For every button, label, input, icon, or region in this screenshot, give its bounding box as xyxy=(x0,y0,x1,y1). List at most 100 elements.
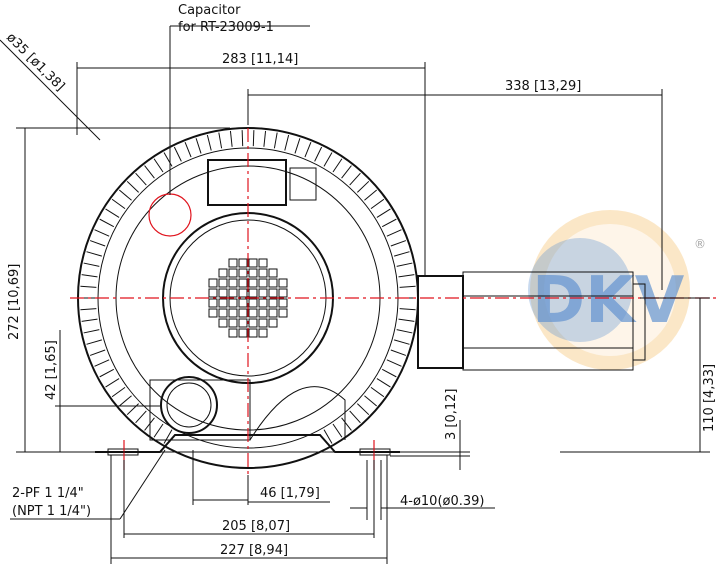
cooling-fin xyxy=(135,172,147,186)
grille-cell xyxy=(258,308,268,318)
cooling-fin xyxy=(332,423,343,438)
grille-cell xyxy=(218,308,228,318)
cooling-fin xyxy=(206,134,212,151)
cooling-fin xyxy=(105,378,120,388)
dim-205: 205 [8,07] xyxy=(222,519,290,534)
cooling-fin xyxy=(218,132,223,149)
grille-cell xyxy=(258,278,268,288)
grille-cell xyxy=(218,318,228,328)
cooling-fin xyxy=(144,165,155,179)
cooling-fin xyxy=(332,158,343,173)
cooling-fin xyxy=(398,318,415,322)
grille-cell xyxy=(218,268,228,278)
cooling-fin xyxy=(349,410,361,424)
cooling-fin xyxy=(153,158,164,173)
grille-cell xyxy=(258,288,268,298)
grille-cell xyxy=(238,288,248,298)
capacitor-model-label: for RT-23009-1 xyxy=(178,20,274,35)
cooling-fin xyxy=(370,198,385,210)
grille-cell xyxy=(238,258,248,268)
dim-42: 42 [1,65] xyxy=(44,340,59,400)
cooling-fin xyxy=(364,189,378,201)
cooling-fin xyxy=(173,146,182,162)
cooling-fin xyxy=(390,349,407,356)
cooling-fin xyxy=(386,359,402,367)
dim-46: 46 [1,79] xyxy=(260,486,320,501)
cooling-fin xyxy=(89,240,106,247)
grille-cell xyxy=(258,318,268,328)
cooling-fin xyxy=(323,152,333,167)
cooling-fin xyxy=(229,130,233,147)
grille-cell xyxy=(228,258,238,268)
dim-283: 283 [11,14] xyxy=(222,52,298,67)
grille-cell xyxy=(268,318,278,328)
cooling-fin xyxy=(393,251,410,257)
dim-227: 227 [8,94] xyxy=(220,543,288,558)
grille-cell xyxy=(268,308,278,318)
cooling-fin xyxy=(118,395,132,407)
grille-cell xyxy=(208,278,218,288)
cooling-fin xyxy=(356,180,370,193)
grille-cell xyxy=(258,268,268,278)
cooling-fin xyxy=(364,395,378,407)
cooling-fin xyxy=(323,429,333,444)
grille-cell xyxy=(218,278,228,288)
grille-cell xyxy=(278,278,288,288)
dim-338: 338 [13,29] xyxy=(505,79,581,94)
cooling-fin xyxy=(135,410,147,424)
grille-cell xyxy=(228,288,238,298)
grille-cell xyxy=(238,328,248,338)
cooling-fin xyxy=(118,189,132,201)
grille-cell xyxy=(248,288,258,298)
grille-cell xyxy=(248,278,258,288)
grille-cell xyxy=(248,298,258,308)
grille-cell xyxy=(248,308,258,318)
dim-holes: 4-ø10(ø0.39) xyxy=(400,494,485,509)
cooling-fin xyxy=(163,152,173,167)
grille-cell xyxy=(248,318,258,328)
capacitor-label: Capacitor xyxy=(178,3,241,18)
grille-cell xyxy=(238,268,248,278)
dim-3: 3 [0,12] xyxy=(444,389,459,441)
cooling-fin xyxy=(111,386,126,398)
cooling-fin xyxy=(263,130,267,147)
grille-cell xyxy=(268,298,278,308)
cooling-fin xyxy=(89,349,106,356)
cooling-fin xyxy=(349,172,361,186)
grille-cell xyxy=(278,288,288,298)
cooling-fin xyxy=(111,198,126,210)
cooling-fin xyxy=(376,378,391,388)
cooling-fin xyxy=(396,329,413,334)
cooling-fin xyxy=(341,165,352,179)
cooling-fin xyxy=(144,417,155,431)
cooling-fin xyxy=(184,142,192,158)
cooling-fin xyxy=(304,142,312,158)
port-npt-label: (NPT 1 1/4") xyxy=(12,504,91,519)
cooling-fin xyxy=(396,262,413,267)
capacitor-marker xyxy=(148,193,192,237)
cooling-fin xyxy=(80,308,97,311)
cooling-fin xyxy=(284,134,290,151)
grille-cell xyxy=(278,308,288,318)
cooling-fin xyxy=(273,132,278,149)
grille-cell xyxy=(238,298,248,308)
cooling-fin xyxy=(381,218,397,228)
registered-mark: ® xyxy=(694,237,706,251)
cooling-fin xyxy=(356,403,370,416)
grille-cell xyxy=(228,328,238,338)
grille-cell xyxy=(278,298,288,308)
dim-272: 272 [10,69] xyxy=(7,264,22,340)
grille-cell xyxy=(258,258,268,268)
grille-cell xyxy=(268,268,278,278)
cooling-fin xyxy=(94,359,110,367)
grille-cell xyxy=(268,278,278,288)
cooling-fin xyxy=(398,274,415,278)
grille-cell xyxy=(228,278,238,288)
grille-cell xyxy=(258,328,268,338)
cooling-fin xyxy=(105,208,120,218)
motor-body xyxy=(417,271,646,371)
grille-cell xyxy=(228,318,238,328)
cooling-fin xyxy=(99,218,115,228)
logo-text: DKV xyxy=(532,264,685,338)
cooling-fin xyxy=(399,285,416,288)
